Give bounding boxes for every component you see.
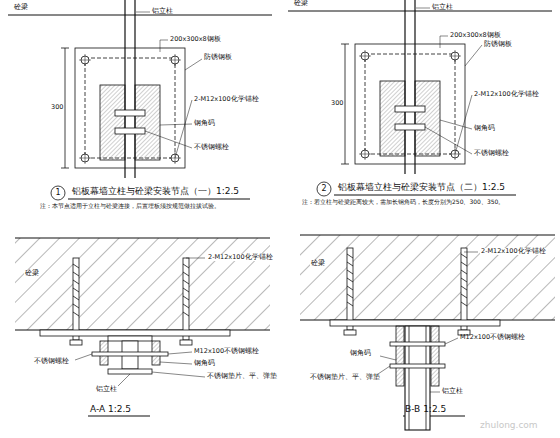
part-name: 铝立柱 <box>96 386 117 393</box>
view-title: 铝板幕墙立柱与砼梁安装节点（一）1:2.5 <box>72 186 239 196</box>
view-title: 铝板幕墙立柱与砼梁安装节点（二）1:2.5 <box>338 182 505 192</box>
part-name: 不锈钢垫片、平、弹垫 <box>207 373 277 380</box>
part-name: 钢角码 <box>194 120 215 127</box>
part-name: M12x100不锈钢螺栓 <box>460 334 525 341</box>
part-name: 砼梁 <box>310 260 326 267</box>
part-name: 不锈钢垫片、平、弹垫 <box>310 374 380 381</box>
section-title: A-A 1:2.5 <box>90 404 131 414</box>
part-name: 不锈钢螺栓 <box>474 150 509 157</box>
note-text: 注：本节点适用于立柱与砼梁连接，后置埋板须按规范做拉拔试验。 <box>40 203 265 210</box>
elevation-one <box>8 0 272 178</box>
part-name: 2-M12x100化学锚栓 <box>474 91 539 98</box>
part-name: M12x100不锈钢螺栓 <box>194 348 259 355</box>
part-name: 钢角码 <box>194 360 215 367</box>
note-text: 注：若立柱与砼梁距离较大，需加长钢角码，长度分别为250、300、350。 <box>302 199 547 206</box>
callout-number: 2 <box>318 184 330 193</box>
part-name: 200x300x8钢板 <box>450 32 501 39</box>
section-b <box>300 235 555 430</box>
dimension: 300 <box>50 104 64 111</box>
part-name: 防锈钢板 <box>484 41 512 48</box>
dimension: 300 <box>330 100 344 107</box>
part-name: 200x300x8钢板 <box>170 36 221 43</box>
section-title: B-B 1:2.5 <box>405 404 446 414</box>
part-name: 钢角码 <box>350 350 371 357</box>
part-name: 砼梁 <box>24 270 40 277</box>
part-name: 2-M12x100化学锚栓 <box>207 254 274 261</box>
part-name: 铝立柱 <box>152 8 173 15</box>
elevation-two <box>288 0 552 174</box>
part-name: 防锈钢板 <box>204 54 232 61</box>
part-name: 砼梁 <box>294 0 308 7</box>
part-name: 铝立柱 <box>432 4 453 11</box>
watermark: zhulong.com <box>480 420 538 430</box>
callout-number: 1 <box>52 188 64 197</box>
part-name: 铝立柱 <box>442 388 463 395</box>
part-name: 2-M12x100化学锚栓 <box>194 96 259 103</box>
part-name: 2-M12x100化学锚栓 <box>480 248 547 255</box>
part-name: 钢角码 <box>474 125 495 132</box>
part-name: 不锈钢螺栓 <box>34 358 69 365</box>
part-name: 砼梁 <box>14 4 28 11</box>
part-name: 不锈钢螺栓 <box>194 144 229 151</box>
